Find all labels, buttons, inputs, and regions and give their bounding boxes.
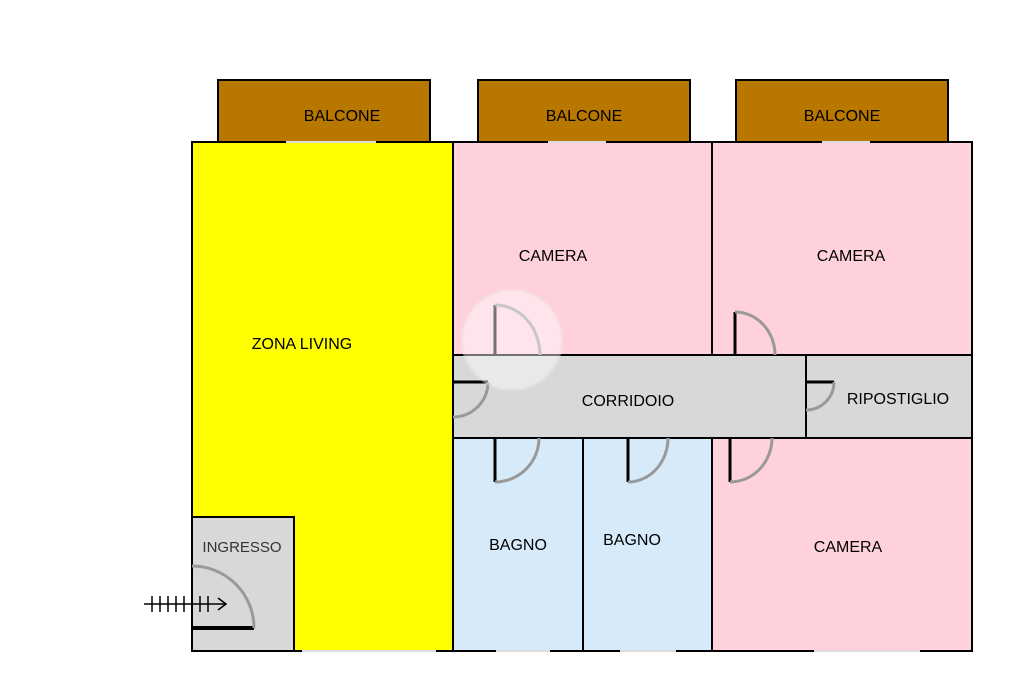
room-bagno-2 [583,438,712,651]
label-camera-2: CAMERA [817,248,886,265]
label-bagno-2: BAGNO [603,532,661,549]
label-ingresso: INGRESSO [202,539,281,556]
label-ripostiglio: RIPOSTIGLIO [847,391,949,408]
room-corridoio [453,355,806,438]
balcony-1 [217,79,431,143]
highlight-circle [461,289,563,391]
windows [286,141,920,652]
room-ingresso [192,517,294,651]
label-bagno-1: BAGNO [489,537,547,554]
room-ripostiglio [806,355,972,438]
label-camera-1: CAMERA [519,248,588,265]
label-balcone-3: BALCONE [804,108,880,125]
label-balcone-1: BALCONE [304,108,380,125]
door-swing-icon [191,303,836,630]
label-corridoio: CORRIDOIO [582,393,674,410]
room-bagno-1 [453,438,583,651]
label-camera-3: CAMERA [814,539,883,556]
balcony-2 [477,79,691,143]
label-balcone-2: BALCONE [546,108,622,125]
balcony-3 [735,79,949,143]
entrance-arrow-icon [144,596,228,612]
label-zona-living: ZONA LIVING [252,336,352,353]
